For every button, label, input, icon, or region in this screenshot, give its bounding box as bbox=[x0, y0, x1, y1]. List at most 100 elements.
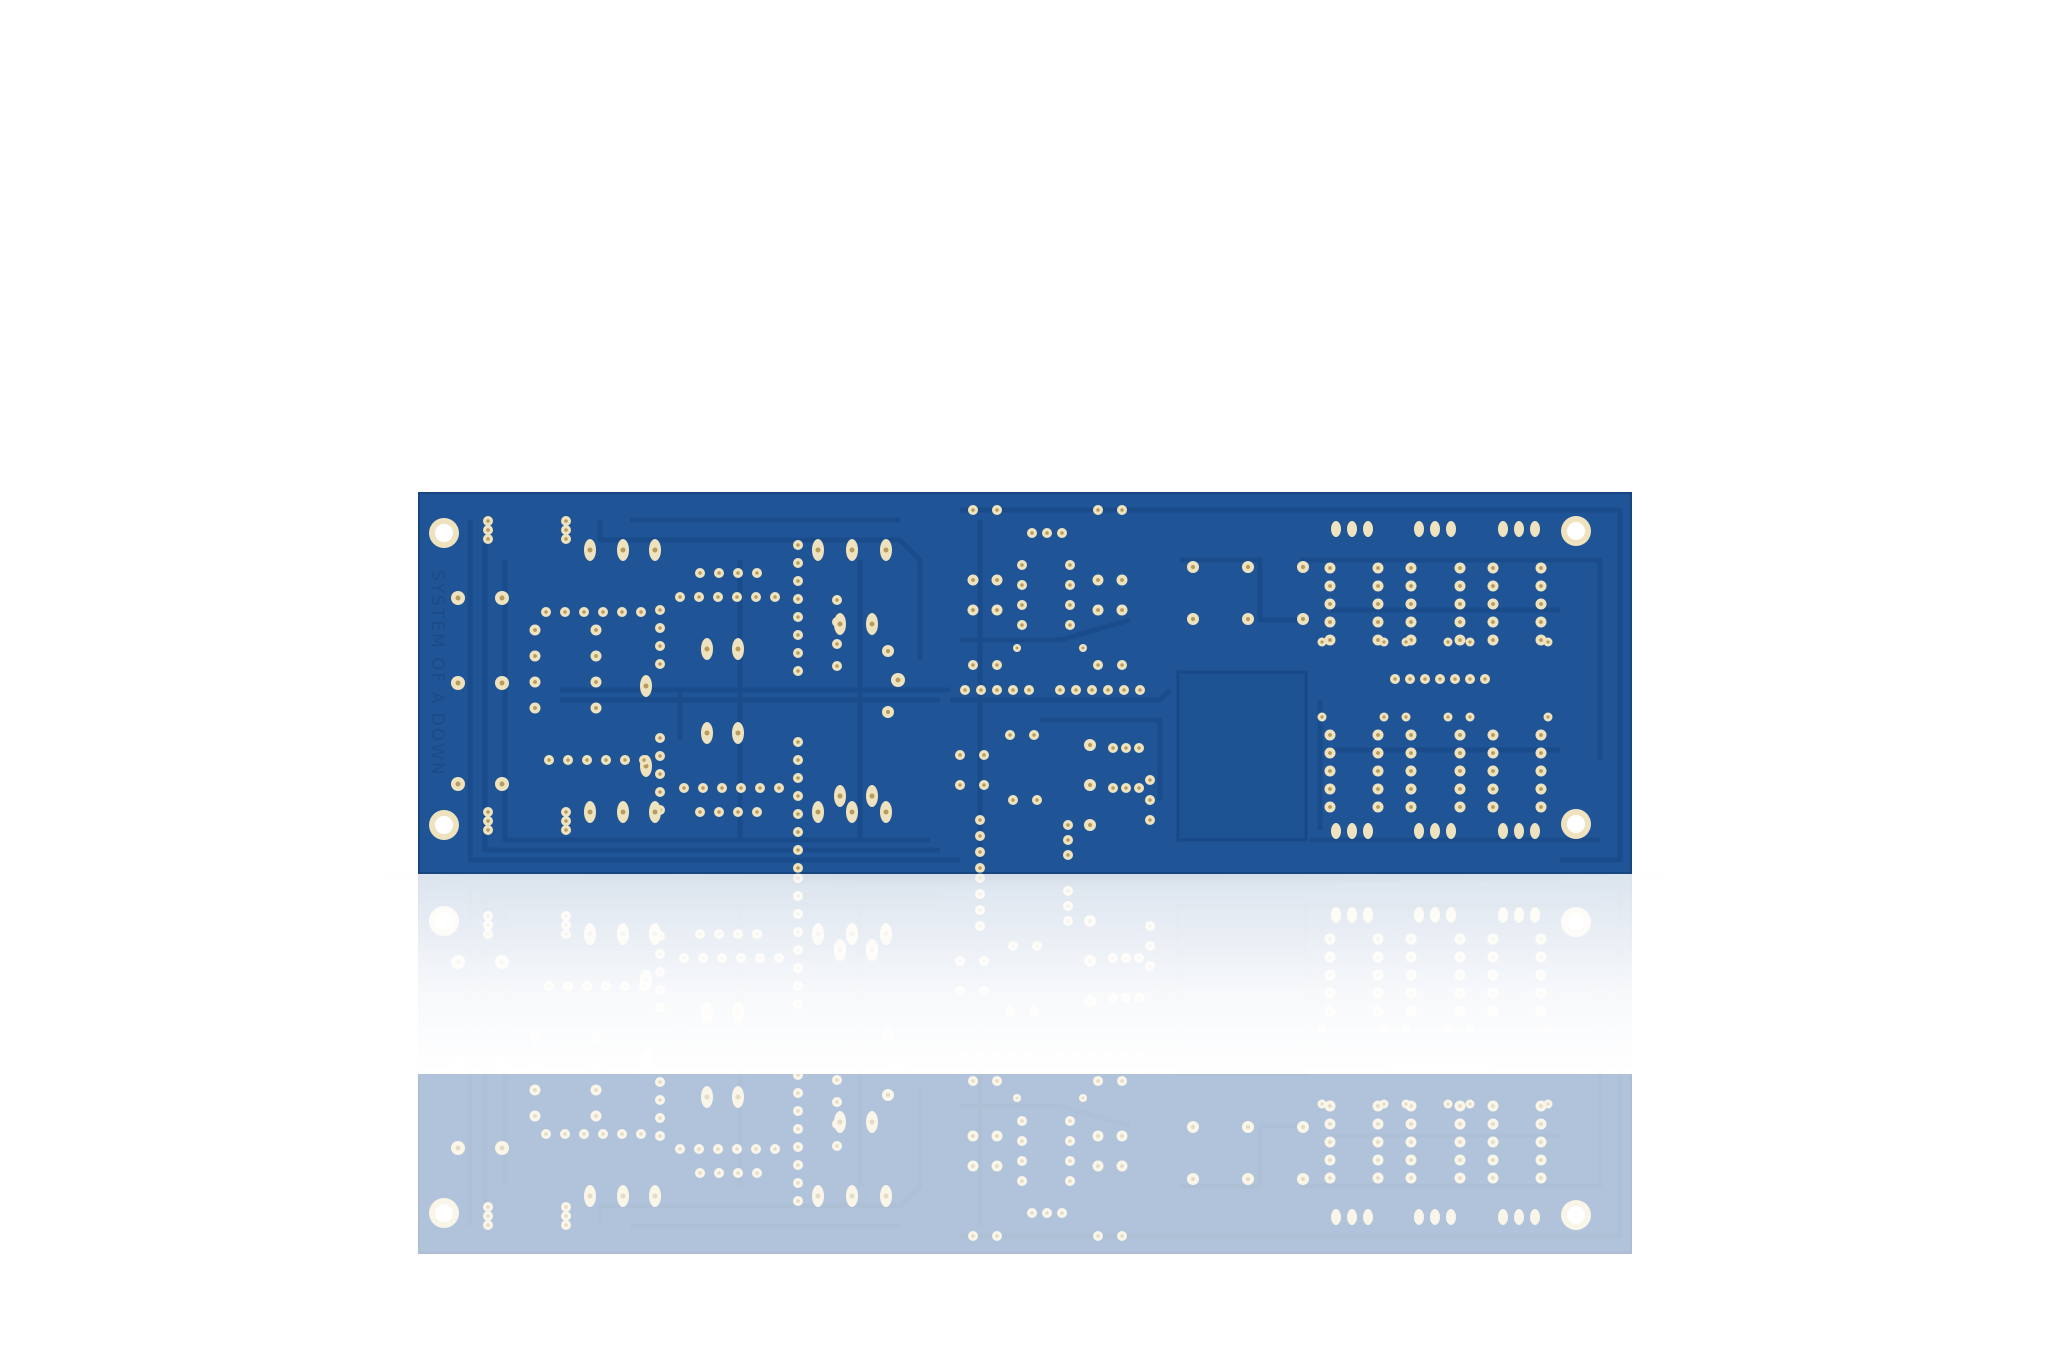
drill-hole bbox=[735, 1147, 739, 1151]
drill-hole bbox=[652, 547, 658, 553]
solder-pad bbox=[968, 1231, 978, 1241]
solder-pad bbox=[1454, 1136, 1466, 1148]
solder-pad bbox=[1065, 1156, 1075, 1166]
solder-pad bbox=[732, 1086, 744, 1108]
drill-hole bbox=[1458, 1140, 1462, 1144]
drill-hole bbox=[1027, 688, 1031, 692]
drill-hole bbox=[1096, 1079, 1100, 1083]
drill-hole bbox=[682, 786, 686, 790]
drill-hole bbox=[736, 810, 740, 814]
drill-hole bbox=[1111, 786, 1115, 790]
drill-hole bbox=[1539, 769, 1543, 773]
solder-pad bbox=[694, 1144, 704, 1154]
solder-pad bbox=[451, 1141, 465, 1155]
solder-pad bbox=[1530, 521, 1540, 537]
drill-hole bbox=[1020, 623, 1024, 627]
drill-hole bbox=[563, 610, 567, 614]
drill-hole bbox=[544, 1132, 548, 1136]
drill-hole bbox=[1068, 563, 1072, 567]
drill-hole bbox=[837, 793, 843, 799]
drill-hole bbox=[1404, 715, 1408, 719]
drill-hole bbox=[486, 828, 490, 832]
drill-hole bbox=[885, 1092, 891, 1098]
solder-pad bbox=[1454, 1100, 1466, 1112]
reflection-fade bbox=[400, 874, 1660, 1074]
drill-hole bbox=[499, 680, 505, 686]
drill-hole bbox=[1468, 677, 1472, 681]
mounting-hole-center bbox=[1567, 522, 1585, 540]
drill-hole bbox=[1491, 620, 1495, 624]
drill-hole bbox=[1245, 616, 1251, 622]
solder-pad bbox=[1331, 823, 1341, 839]
drill-hole bbox=[533, 706, 537, 710]
drill-hole bbox=[486, 819, 490, 823]
drill-hole bbox=[1120, 663, 1124, 667]
drill-hole bbox=[486, 519, 490, 523]
drill-hole bbox=[837, 1119, 843, 1125]
drill-hole bbox=[486, 810, 490, 814]
drill-hole bbox=[698, 810, 702, 814]
drill-hole bbox=[1120, 608, 1124, 612]
drill-hole bbox=[1300, 1124, 1306, 1130]
solder-pad bbox=[832, 1097, 842, 1107]
drill-hole bbox=[796, 561, 800, 565]
drill-hole bbox=[1491, 602, 1495, 606]
drill-hole bbox=[499, 595, 505, 601]
drill-hole bbox=[486, 1214, 490, 1218]
drill-hole bbox=[582, 1132, 586, 1136]
drill-hole bbox=[971, 578, 975, 582]
solder-pad bbox=[751, 1144, 761, 1154]
drill-hole bbox=[971, 508, 975, 512]
drill-hole bbox=[1539, 566, 1543, 570]
drill-hole bbox=[1328, 602, 1332, 606]
solder-pad bbox=[1405, 1136, 1417, 1148]
drill-hole bbox=[1087, 822, 1093, 828]
drill-hole bbox=[1106, 688, 1110, 692]
drill-hole bbox=[1096, 1134, 1100, 1138]
mounting-hole-center bbox=[435, 524, 453, 542]
solder-pad bbox=[579, 1129, 589, 1139]
solder-pad bbox=[1443, 1099, 1453, 1109]
solder-pad bbox=[1498, 1209, 1508, 1225]
mounting-hole bbox=[1561, 1200, 1591, 1230]
solder-pad bbox=[1535, 1154, 1547, 1166]
drill-hole bbox=[1068, 1139, 1072, 1143]
drill-hole bbox=[1376, 566, 1380, 570]
drill-hole bbox=[604, 758, 608, 762]
solder-pad bbox=[1331, 521, 1341, 537]
solder-pad bbox=[1347, 521, 1357, 537]
drill-hole bbox=[1066, 823, 1070, 827]
solder-pad bbox=[1324, 1136, 1336, 1148]
drill-hole bbox=[995, 663, 999, 667]
drill-hole bbox=[1409, 1140, 1413, 1144]
drill-hole bbox=[1137, 786, 1141, 790]
drill-hole bbox=[544, 610, 548, 614]
solder-pad bbox=[793, 1106, 803, 1116]
drill-hole bbox=[971, 1234, 975, 1238]
drill-hole bbox=[1087, 782, 1093, 788]
drill-hole bbox=[1409, 769, 1413, 773]
drill-hole bbox=[1066, 853, 1070, 857]
drill-hole bbox=[849, 1193, 855, 1199]
solder-pad bbox=[1379, 1099, 1389, 1109]
drill-hole bbox=[1045, 531, 1049, 535]
solder-pad bbox=[1405, 1154, 1417, 1166]
drill-hole bbox=[869, 1119, 875, 1125]
solder-pad bbox=[1116, 1160, 1128, 1172]
drill-hole bbox=[1096, 1234, 1100, 1238]
drill-hole bbox=[963, 688, 967, 692]
solder-pad bbox=[1092, 1130, 1104, 1142]
drill-hole bbox=[1245, 1124, 1251, 1130]
drill-hole bbox=[533, 1114, 537, 1118]
drill-hole bbox=[895, 677, 901, 683]
drill-hole bbox=[979, 688, 983, 692]
drill-hole bbox=[849, 809, 855, 815]
drill-hole bbox=[587, 547, 593, 553]
copper-trace bbox=[1180, 557, 1310, 623]
copper-trace bbox=[597, 1086, 923, 1226]
solder-pad bbox=[1487, 1172, 1499, 1184]
mounting-hole-center bbox=[435, 816, 453, 834]
drill-hole bbox=[869, 793, 875, 799]
drill-hole bbox=[971, 1164, 975, 1168]
solder-pad bbox=[1487, 1136, 1499, 1148]
